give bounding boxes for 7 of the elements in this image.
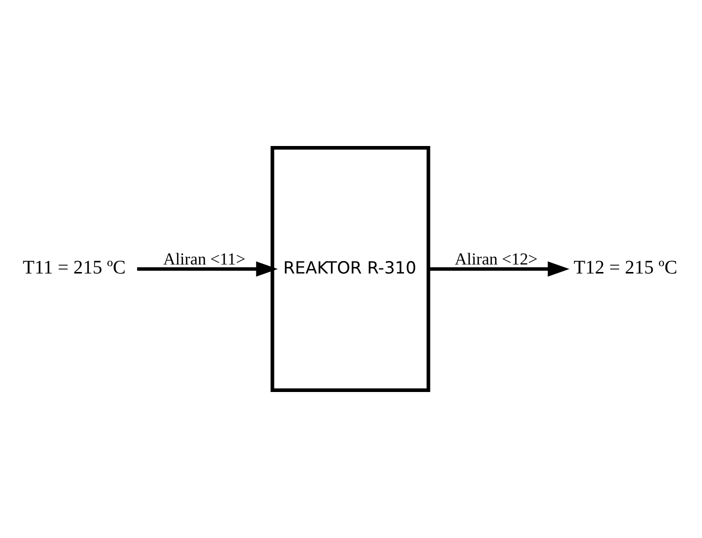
node-text: T11 = 215 ºC bbox=[22, 258, 126, 279]
edge-label: Aliran <11> bbox=[163, 249, 246, 268]
arrow bbox=[137, 261, 278, 277]
edge-label: Aliran <12> bbox=[454, 249, 538, 268]
node-text: T12 = 215 ºC bbox=[574, 258, 678, 279]
node-box: REAKTOR R-310 bbox=[270, 146, 430, 392]
arrow bbox=[428, 261, 570, 277]
